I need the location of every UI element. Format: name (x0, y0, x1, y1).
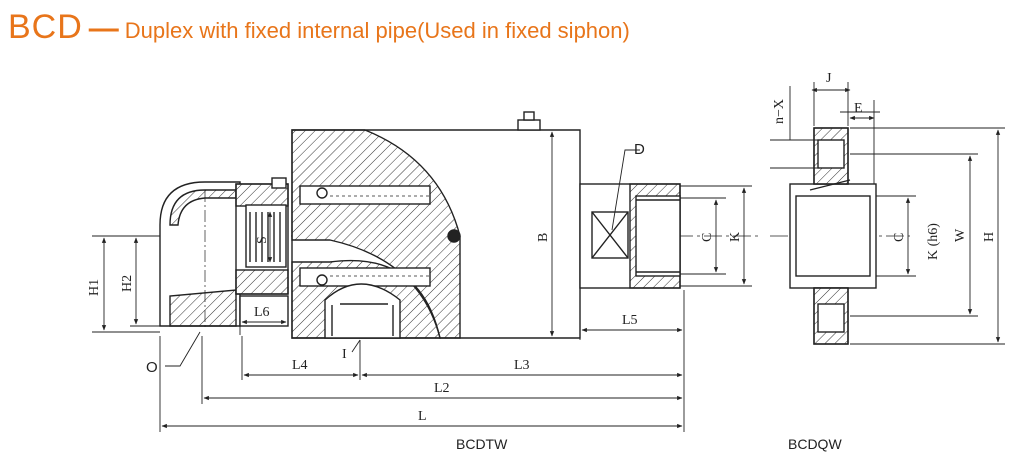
elbow-body (159, 181, 241, 327)
dim-L: L (418, 409, 427, 424)
caption-bcdqw: BCDQW (788, 436, 842, 452)
page-title: BCD—Duplex with fixed internal pipe(Used… (8, 8, 630, 47)
dim-nX: n−X (772, 99, 787, 124)
label-I: I (342, 347, 347, 362)
bottom-port (324, 283, 401, 339)
dim-L2: L2 (434, 381, 450, 396)
label-D: D (634, 141, 645, 158)
bcdtw-view (95, 111, 760, 339)
dim-L6: L6 (254, 305, 270, 320)
title-dash: — (88, 12, 119, 45)
title-code: BCD (8, 8, 83, 46)
dimension-labels: H1 H2 L6 S L4 L3 L2 L L5 B C K D O I n−X… (87, 71, 997, 452)
grease-nipple (517, 119, 541, 131)
bcdqw-view (770, 127, 910, 345)
caption-bcdtw: BCDTW (456, 436, 508, 452)
dim-C-right: C (892, 233, 907, 242)
dim-W: W (953, 228, 968, 242)
dim-H2: H2 (120, 275, 135, 292)
title-subtitle: Duplex with fixed internal pipe(Used in … (124, 18, 630, 43)
dim-L5: L5 (622, 313, 638, 328)
dim-L3: L3 (514, 358, 530, 373)
dim-L4: L4 (292, 358, 308, 373)
dim-C: C (700, 233, 715, 242)
dim-J: J (826, 71, 832, 86)
dim-H: H (982, 232, 997, 242)
label-O: O (146, 359, 158, 376)
dim-B: B (536, 233, 551, 242)
dim-K: K (728, 232, 743, 242)
elbow-hatch-bottom (169, 289, 237, 327)
dim-Kh6: K (h6) (926, 223, 941, 260)
bcdtw-dimensions (92, 131, 752, 432)
bcdqw-dimensions (770, 82, 1005, 345)
dim-S: S (255, 236, 270, 244)
dim-E: E (854, 101, 863, 116)
dim-H1: H1 (87, 279, 102, 296)
center-mark (447, 229, 461, 243)
